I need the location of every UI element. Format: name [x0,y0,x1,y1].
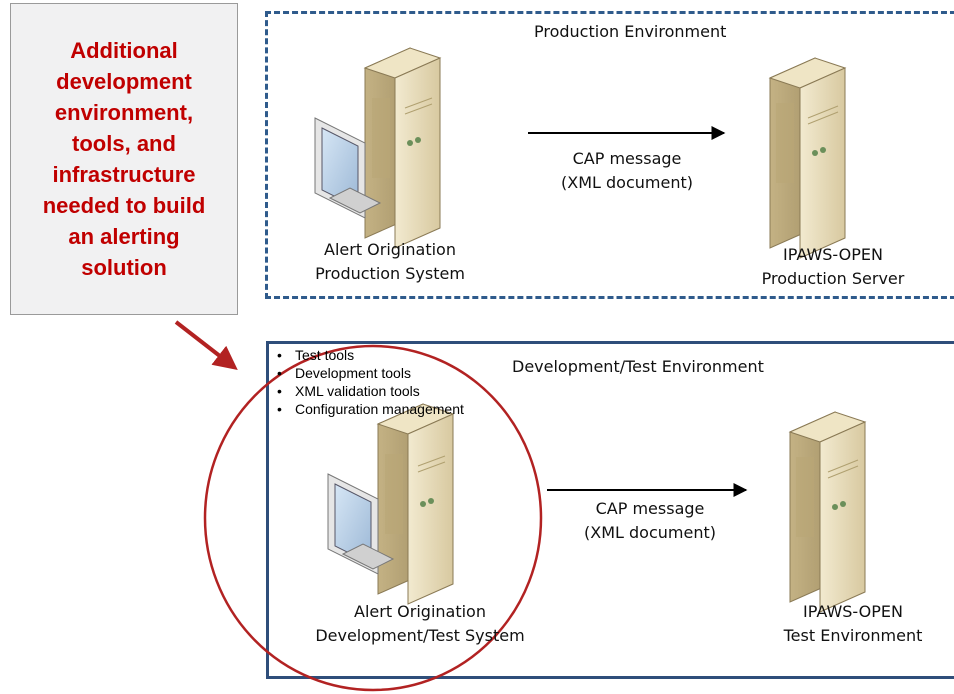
tools-list: Test tools Development tools XML validat… [275,346,464,418]
message-line-2: (XML document) [561,173,693,192]
server-label-line-1: IPAWS-OPEN [803,602,903,621]
development-title: Development/Test Environment [512,357,764,376]
server-label-line-1: IPAWS-OPEN [783,245,883,264]
server-icon [788,411,867,613]
workstation-icon [327,403,455,605]
message-line-2: (XML document) [584,523,716,542]
development-server-label: IPAWS-OPEN Test Environment [768,600,938,648]
production-environment-box [265,11,954,299]
tools-list-item: Development tools [275,364,464,382]
production-server-label: IPAWS-OPEN Production Server [748,243,918,291]
production-title: Production Environment [534,22,727,41]
server-label-line-2: Test Environment [783,626,923,645]
development-environment-box [266,341,954,679]
origin-label-line-2: Production System [315,264,465,283]
development-origin-label: Alert Origination Development/Test Syste… [310,600,530,648]
tools-list-item: Test tools [275,346,464,364]
callout-box: Additional development environment, tool… [10,3,238,315]
tools-list-item: Configuration management [275,400,464,418]
workstation-icon [314,47,442,249]
origin-label-line-1: Alert Origination [324,240,456,259]
origin-label-line-2: Development/Test System [315,626,525,645]
production-origin-label: Alert Origination Production System [310,238,470,286]
server-icon [768,57,847,259]
tools-list-item: XML validation tools [275,382,464,400]
callout-text: Additional development environment, tool… [42,38,206,280]
production-message-label: CAP message (XML document) [552,147,702,195]
message-line-1: CAP message [595,499,705,518]
pointer-arrow [174,320,238,370]
development-message-label: CAP message (XML document) [575,497,725,545]
server-label-line-2: Production Server [761,269,905,288]
origin-label-line-1: Alert Origination [354,602,486,621]
message-line-1: CAP message [572,149,682,168]
